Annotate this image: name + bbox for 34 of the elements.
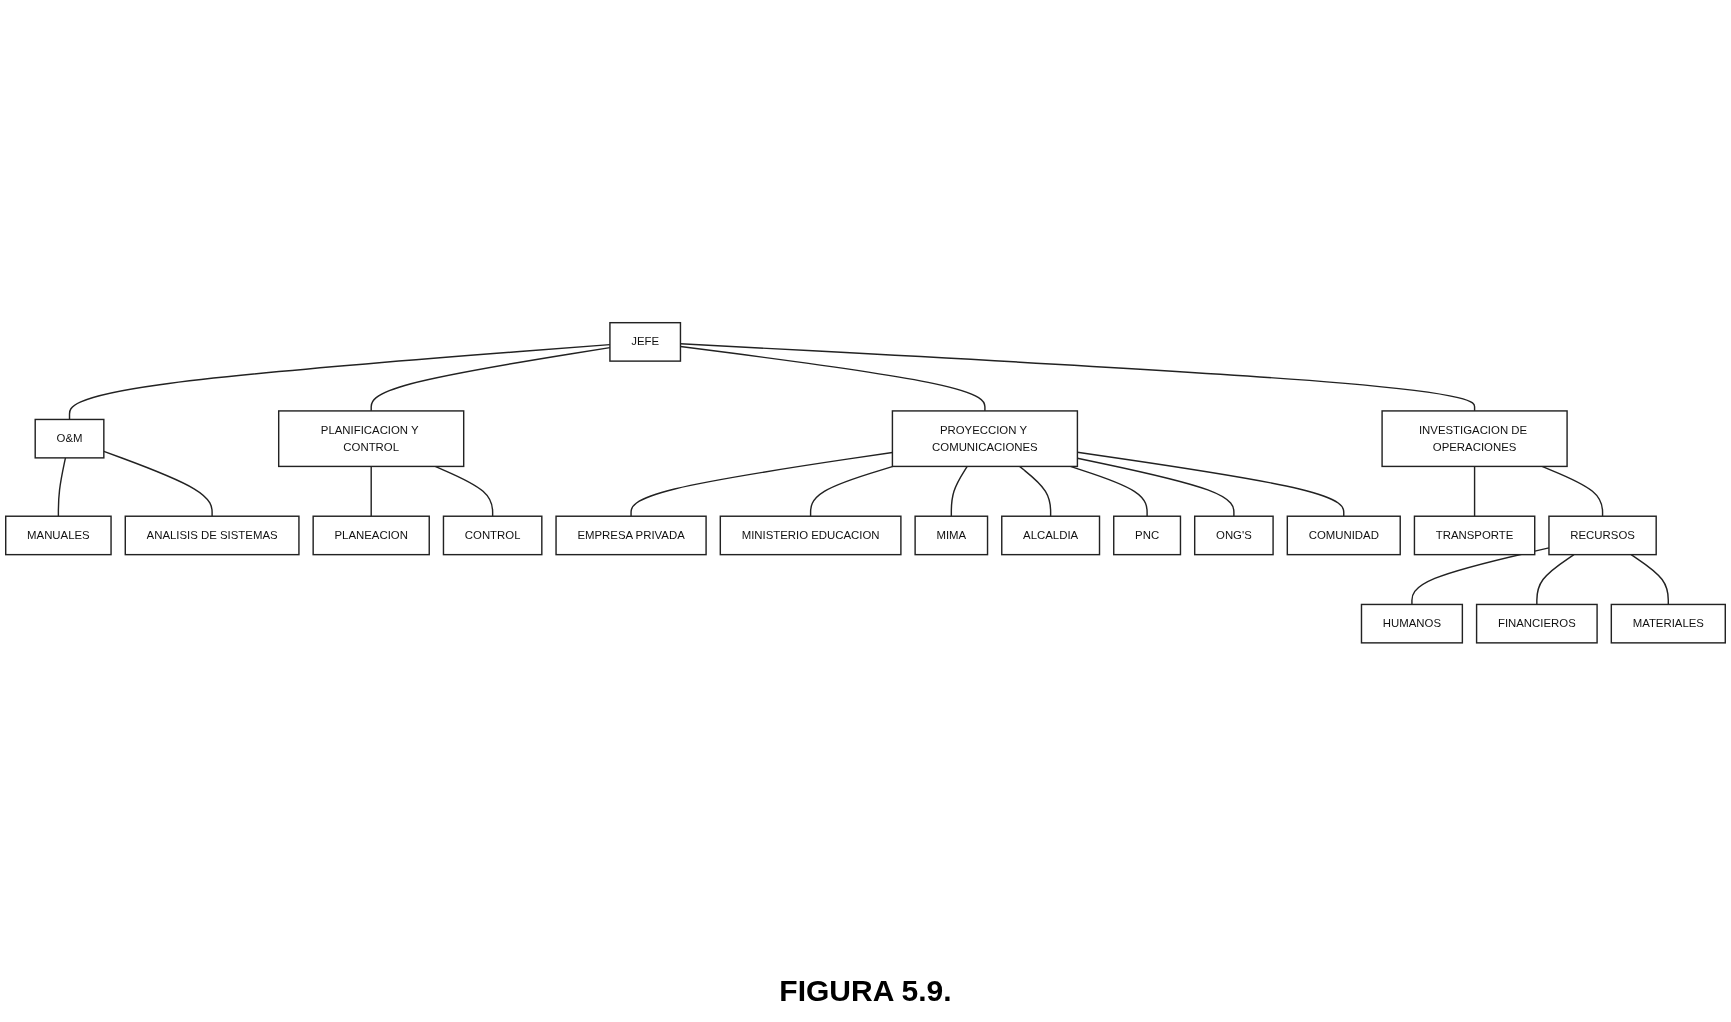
node-box: FINANCIEROS bbox=[1475, 603, 1598, 644]
node-box: PLANIFICACION Y CONTROL bbox=[278, 410, 465, 468]
connector bbox=[434, 465, 494, 518]
node-box: MINISTERIO EDUCACION bbox=[719, 515, 902, 556]
connector bbox=[1473, 465, 1476, 518]
node-box: PNC bbox=[1113, 515, 1182, 556]
node-box: TRANSPORTE bbox=[1413, 515, 1536, 556]
node-box: ALCALDIA bbox=[1001, 515, 1101, 556]
connector bbox=[57, 457, 67, 518]
node-box: ANALISIS DE SISTEMAS bbox=[124, 515, 300, 556]
node-box: CONTROL bbox=[442, 515, 543, 556]
connector bbox=[1541, 465, 1604, 518]
node-box: MANUALES bbox=[5, 515, 112, 556]
connector bbox=[809, 465, 894, 518]
node-box: MATERIALES bbox=[1610, 603, 1726, 644]
connector bbox=[950, 465, 968, 518]
connector bbox=[1536, 554, 1575, 606]
connector bbox=[1630, 554, 1669, 606]
node-box: JEFE bbox=[609, 322, 682, 363]
node-box: PROYECCION Y COMUNICACIONES bbox=[891, 410, 1079, 468]
node-box: MIMA bbox=[914, 515, 989, 556]
connector bbox=[370, 465, 372, 518]
connector bbox=[1018, 465, 1052, 518]
node-box: HUMANOS bbox=[1360, 603, 1464, 644]
node-box: ONG'S bbox=[1194, 515, 1274, 556]
node-box: EMPRESA PRIVADA bbox=[555, 515, 707, 556]
node-box: PLANEACION bbox=[312, 515, 430, 556]
connector bbox=[103, 450, 213, 518]
node-box: INVESTIGACION DE OPERACIONES bbox=[1381, 410, 1568, 468]
node-box: RECURSOS bbox=[1548, 515, 1657, 556]
node-box: COMUNIDAD bbox=[1286, 515, 1401, 556]
figure-caption: FIGURA 5.9. bbox=[779, 974, 952, 1008]
connector bbox=[630, 451, 894, 518]
node-box: O&M bbox=[34, 418, 105, 459]
